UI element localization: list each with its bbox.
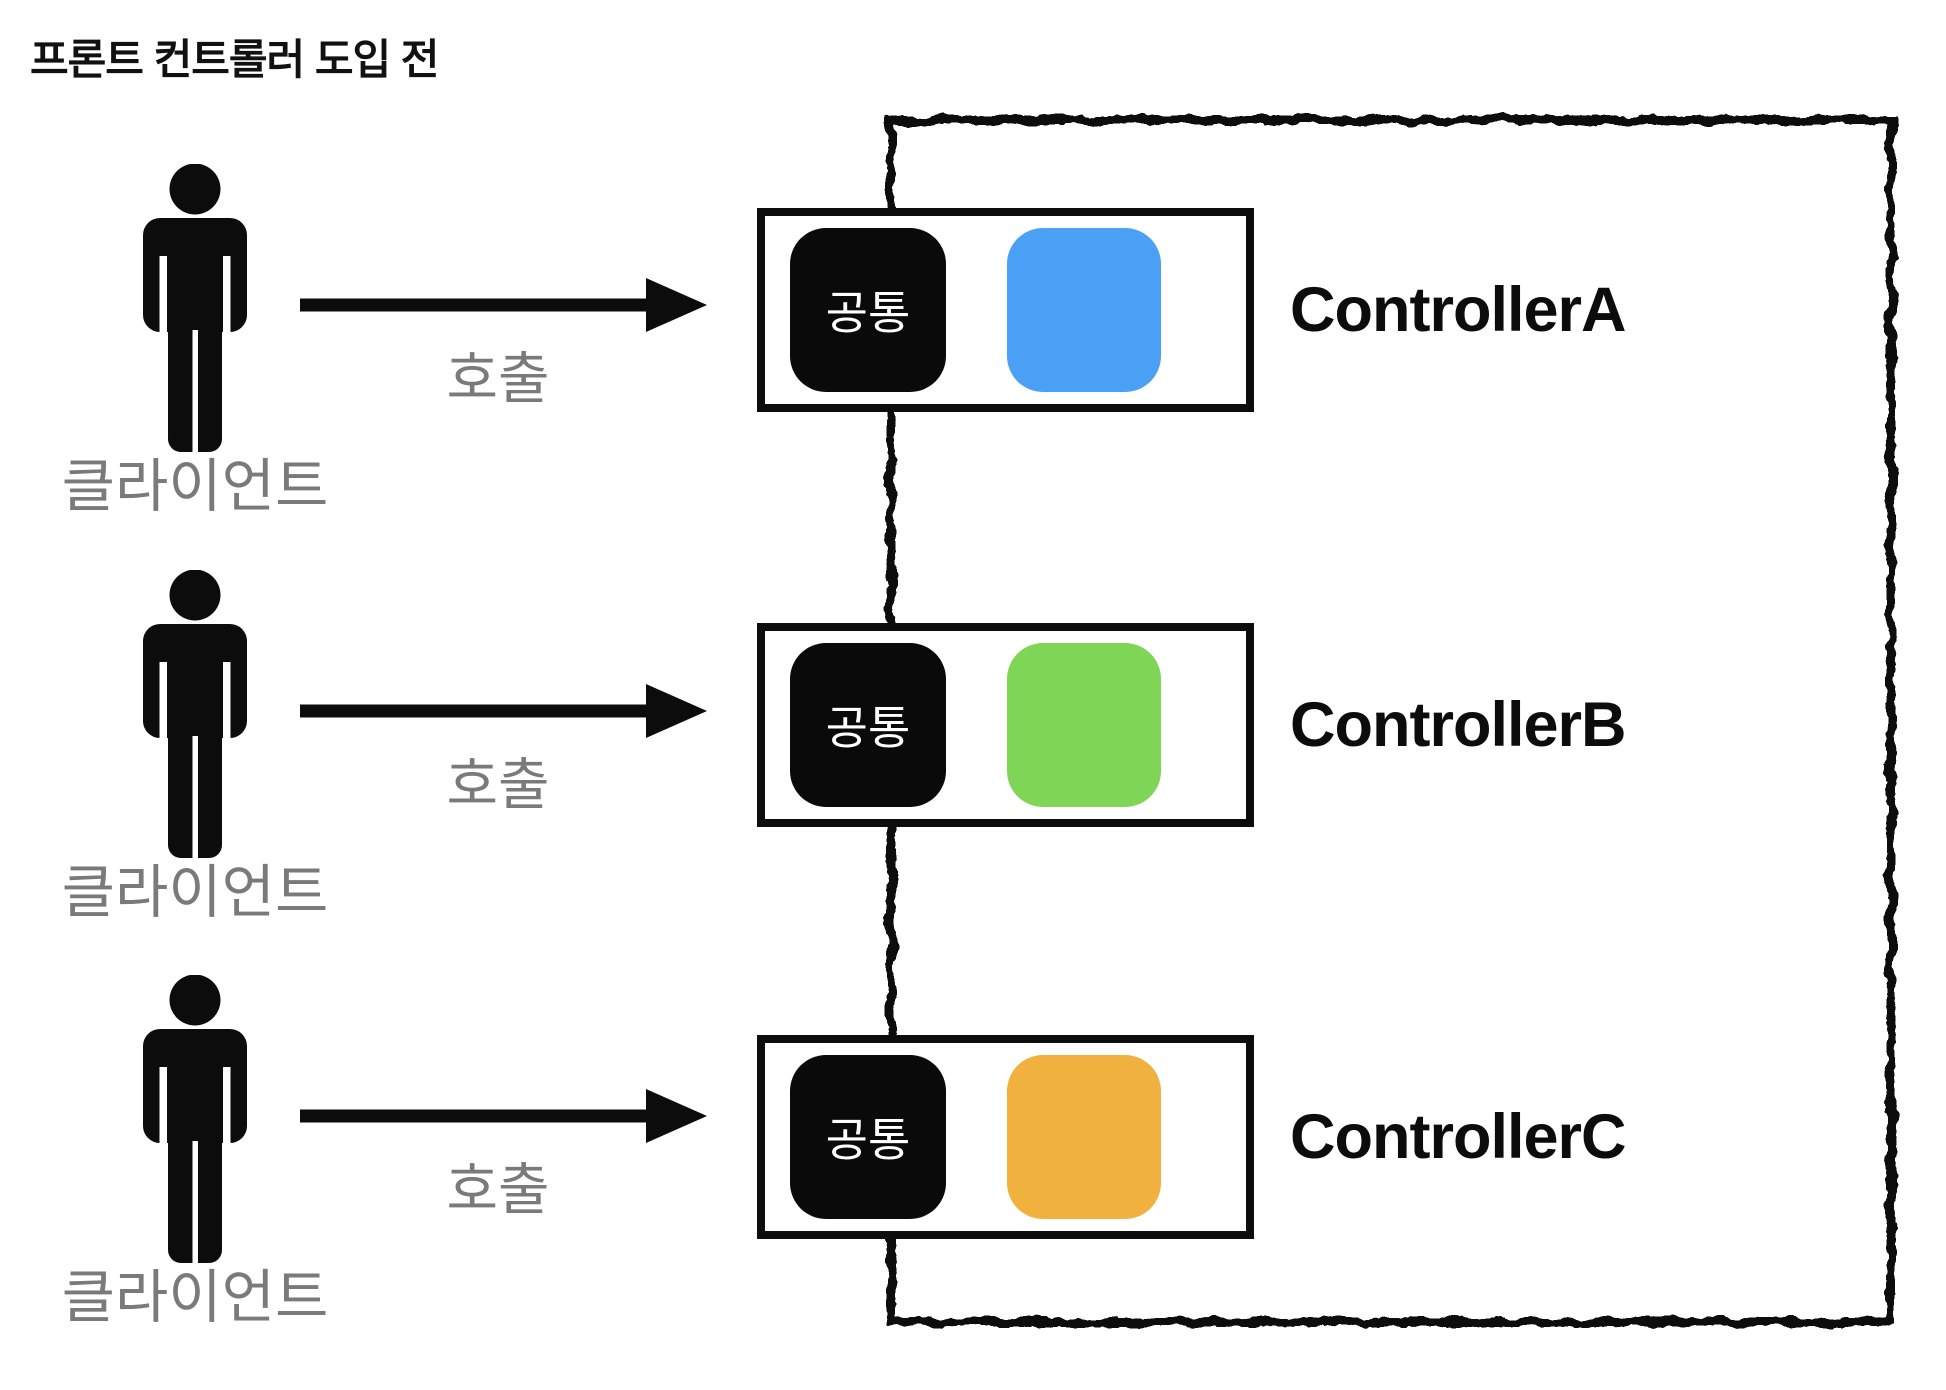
- specific-logic-block: [1007, 1055, 1161, 1219]
- call-label: 호출: [446, 347, 550, 410]
- call-label: 호출: [446, 1158, 550, 1221]
- client-icon: [143, 570, 247, 858]
- client-label: 클라이언트: [61, 454, 329, 519]
- controller-name: ControllerA: [1290, 275, 1626, 345]
- specific-logic-block: [1007, 228, 1161, 392]
- specific-logic-block: [1007, 643, 1161, 807]
- controller-box: 공통: [757, 208, 1254, 412]
- common-logic-block: 공통: [790, 228, 946, 392]
- call-label: 호출: [446, 753, 550, 816]
- call-arrow-icon: [300, 278, 707, 332]
- common-logic-block: 공통: [790, 643, 946, 807]
- controller-name: ControllerC: [1290, 1102, 1626, 1172]
- person-head: [169, 975, 221, 1026]
- common-logic-block: 공통: [790, 1055, 946, 1219]
- client-icon: [143, 975, 247, 1263]
- person-head: [169, 570, 221, 621]
- client-icon: [143, 164, 247, 452]
- person-head: [169, 164, 221, 215]
- controller-box: 공통: [757, 623, 1254, 827]
- call-arrow-icon: [300, 684, 707, 738]
- call-arrow-icon: [300, 1089, 707, 1143]
- client-label: 클라이언트: [61, 860, 329, 925]
- controller-box: 공통: [757, 1035, 1254, 1239]
- client-label: 클라이언트: [61, 1265, 329, 1330]
- controller-name: ControllerB: [1290, 690, 1626, 760]
- page-title: 프론트 컨트롤러 도입 전: [30, 36, 439, 83]
